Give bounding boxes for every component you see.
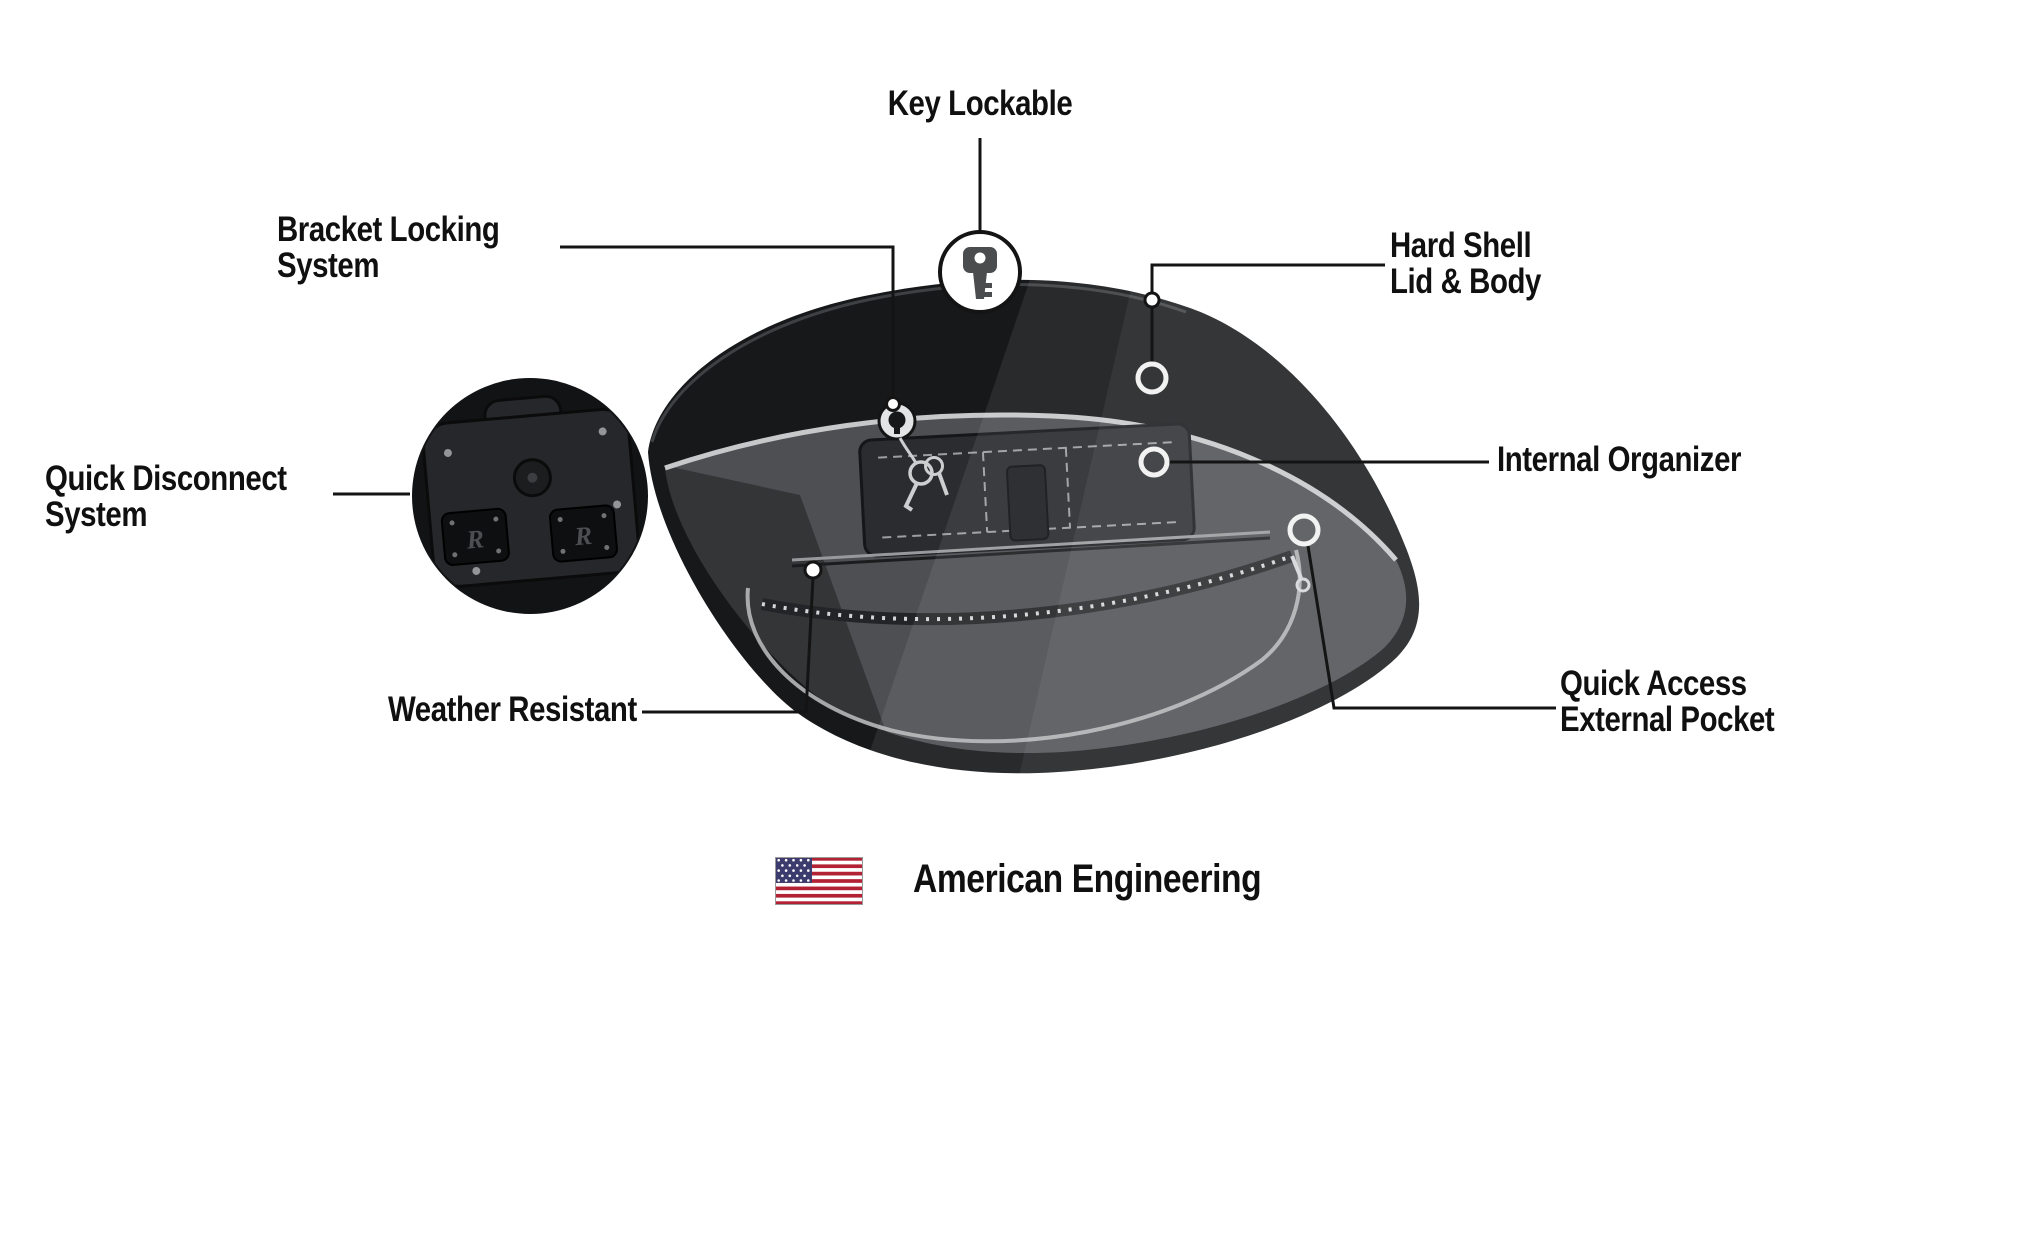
flag-stars [777,858,810,882]
saddlebag-illustration [648,279,1420,774]
label-bracket-locking-line1: Bracket Locking [277,210,500,249]
weather-resistant-dot [803,560,823,580]
callout-lines [333,138,1556,714]
label-bracket-locking-line2: System [277,246,380,285]
quick-disconnect-inset: R R [412,378,648,614]
label-bracket-locking-system: Bracket Locking System [277,212,542,284]
label-key-lockable: Key Lockable [770,86,1190,122]
right-bracket-clip: R [548,504,618,563]
lid-seam-line [664,412,1398,562]
callout-line-quick-access [1306,545,1556,710]
label-quick-access-line1: Quick Access [1560,664,1747,703]
label-american-engineering-text: American Engineering [913,857,1262,901]
label-quick-access-line2: External Pocket [1560,700,1775,739]
label-hard-shell-line2: Lid & Body [1390,262,1541,301]
internal-organizer-panel [858,422,1196,558]
label-internal-organizer-text: Internal Organizer [1497,440,1742,479]
callout-line-hard-shell [1150,263,1385,362]
internal-organizer-ring [1138,446,1170,478]
hinge-line [791,530,1271,568]
key-lockable-badge [938,230,1022,314]
usa-flag-icon [775,857,863,906]
callout-markers [803,291,1321,580]
left-bracket-clip: R [440,507,510,566]
lid-top-edge-highlight [650,283,1187,443]
key-icon [963,247,997,299]
label-quick-disconnect-system: Quick Disconnect System [45,461,333,533]
callout-line-weather-resistant [642,577,815,714]
organizer-strap [1006,464,1050,542]
quick-disconnect-backplate: R R [422,394,641,588]
label-quick-disconnect-line1: Quick Disconnect [45,459,287,498]
label-quick-access-external-pocket: Quick Access External Pocket [1560,666,1815,738]
label-weather-resistant: Weather Resistant [388,692,684,728]
bracket-locking-dot [885,396,901,412]
label-hard-shell-lid-body: Hard Shell Lid & Body [1390,228,1570,300]
bag-front-face [665,414,1407,754]
quick-access-ring [1287,513,1321,547]
label-weather-resistant-text: Weather Resistant [388,690,637,729]
label-american-engineering: American Engineering [913,856,1328,902]
label-hard-shell-line1: Hard Shell [1390,226,1532,265]
callout-line-bracket-locking [560,245,895,398]
keyhole-lock-icon [877,401,917,441]
hanging-keys-icon [898,437,949,512]
label-key-lockable-text: Key Lockable [887,84,1073,123]
hard-shell-ring [1135,361,1169,395]
label-internal-organizer: Internal Organizer [1497,442,1788,478]
brand-logo: R [464,524,485,554]
label-quick-disconnect-line2: System [45,495,148,534]
hard-shell-dot [1143,291,1161,309]
pocket-outline [745,549,1302,744]
zipper-teeth [761,554,1293,622]
brand-logo: R [572,521,593,551]
external-pocket-zipper [745,549,1311,744]
zipper-pull [1295,577,1311,593]
